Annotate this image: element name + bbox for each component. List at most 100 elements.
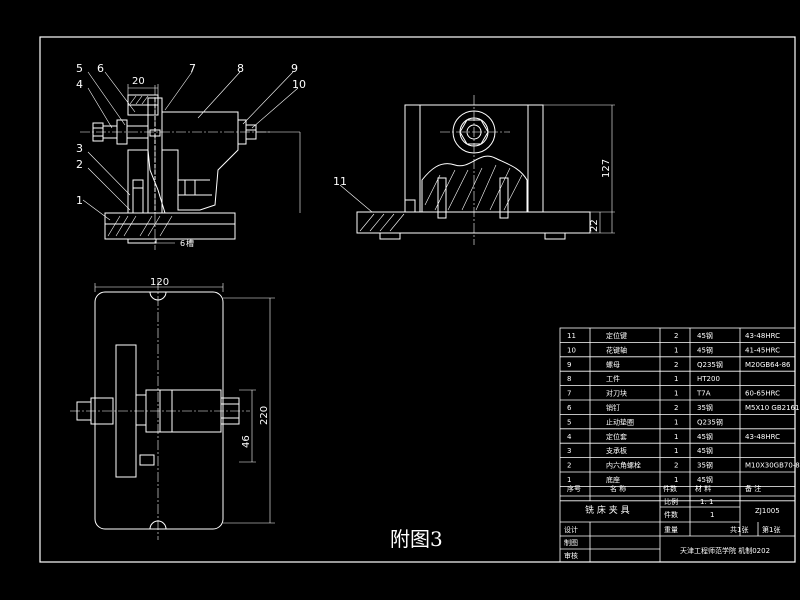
count-value: 1 bbox=[710, 511, 714, 519]
drawing-title: 铣 床 夹 具 bbox=[585, 504, 630, 516]
part-labels: 1 2 3 4 5 6 7 8 9 10 11 bbox=[76, 62, 347, 207]
front-view bbox=[80, 71, 301, 250]
drawing-number: ZJ1005 bbox=[755, 507, 780, 515]
sheet-number: 第1张 bbox=[762, 525, 780, 534]
bom-cell-qty: 1 bbox=[674, 447, 678, 455]
bom-cell-material: 45钢 bbox=[697, 432, 713, 441]
bom-cell-material: 45钢 bbox=[697, 475, 713, 484]
bom-header: 序号 名 称 件数 材 料 备 注 bbox=[567, 484, 761, 493]
weight-label: 重量 bbox=[664, 526, 678, 534]
bom-cell-name: 底座 bbox=[606, 475, 620, 484]
title-block bbox=[559, 327, 796, 563]
bom-cell-no: 3 bbox=[567, 447, 571, 455]
bom-cell-material: HT200 bbox=[697, 375, 720, 383]
count-label: 件数 bbox=[664, 510, 678, 519]
part-label-4: 4 bbox=[76, 78, 83, 91]
dimension-texts: 20 6 槽 127 22 120 220 46 bbox=[132, 76, 612, 448]
bom-cell-name: 销钉 bbox=[606, 403, 620, 412]
dim-46: 46 bbox=[241, 435, 252, 448]
part-label-8: 8 bbox=[237, 62, 244, 75]
sheets-total: 共1张 bbox=[730, 525, 748, 534]
scale-label: 比例 bbox=[664, 497, 678, 506]
top-view bbox=[70, 280, 275, 540]
bom-header-material: 材 料 bbox=[695, 484, 711, 493]
bom-cell-qty: 1 bbox=[674, 390, 678, 398]
dim-127: 127 bbox=[601, 159, 612, 178]
bom-cell-material: 45钢 bbox=[697, 446, 713, 455]
bom-cell-qty: 2 bbox=[674, 332, 678, 340]
bom-cell-note: 43-48HRC bbox=[745, 433, 780, 441]
part-label-7: 7 bbox=[189, 62, 196, 75]
bom-cell-name: 对刀块 bbox=[606, 389, 627, 398]
part-label-3: 3 bbox=[76, 142, 83, 155]
bom-cell-name: 内六角螺栓 bbox=[606, 461, 641, 470]
bom-cell-qty: 1 bbox=[674, 375, 678, 383]
designer-label: 设计 bbox=[564, 525, 578, 534]
part-label-1: 1 bbox=[76, 194, 83, 207]
bom-grid bbox=[560, 328, 795, 502]
dim-6: 6 bbox=[180, 239, 185, 248]
drafter-label: 制图 bbox=[564, 538, 578, 547]
checker-label: 审核 bbox=[564, 551, 578, 560]
bom-cell-qty: 2 bbox=[674, 361, 678, 369]
bom-cell-no: 1 bbox=[567, 476, 571, 484]
part-label-11: 11 bbox=[333, 175, 347, 188]
part-label-6: 6 bbox=[97, 62, 104, 75]
dim-20: 20 bbox=[132, 76, 145, 87]
dim-22: 22 bbox=[589, 219, 600, 232]
bom-cell-qty: 1 bbox=[674, 418, 678, 426]
bom-cell-qty: 1 bbox=[674, 433, 678, 441]
scale-value: 1: 1 bbox=[700, 498, 714, 506]
bom-cell-material: 35钢 bbox=[697, 461, 713, 470]
side-view bbox=[339, 95, 615, 245]
title-block-texts: 铣 床 夹 具 比例 1: 1 件数 1 ZJ1005 重量 共1张 第1张 设… bbox=[564, 497, 780, 560]
bom-cell-note: M20GB64-86 bbox=[745, 361, 791, 369]
part-label-9: 9 bbox=[291, 62, 298, 75]
bom-cell-material: 35钢 bbox=[697, 403, 713, 412]
bom-cell-note: 41-45HRC bbox=[745, 346, 780, 354]
bom-header-qty: 件数 bbox=[663, 484, 677, 493]
part-label-2: 2 bbox=[76, 158, 83, 171]
bom-cell-no: 8 bbox=[567, 375, 571, 383]
drawing-frame bbox=[39, 36, 796, 563]
bom-cell-no: 10 bbox=[567, 346, 576, 354]
bom-cell-note: M5X10 GB2161 bbox=[745, 404, 799, 412]
bom-cell-qty: 2 bbox=[674, 404, 678, 412]
bom-cell-qty: 1 bbox=[674, 346, 678, 354]
bom-cell-name: 螺母 bbox=[606, 360, 620, 369]
dim-6-suffix: 槽 bbox=[186, 238, 194, 248]
bom-cell-no: 7 bbox=[567, 390, 571, 398]
bom-cell-note: M10X30GB70-85 bbox=[745, 462, 800, 470]
bom-cell-no: 11 bbox=[567, 332, 576, 340]
bom-header-no: 序号 bbox=[567, 484, 581, 493]
bom-header-note: 备 注 bbox=[745, 484, 761, 493]
bom-cell-no: 9 bbox=[567, 361, 571, 369]
bom-cell-material: Q235钢 bbox=[697, 360, 723, 369]
dim-220: 220 bbox=[259, 406, 270, 425]
bom-cell-material: T7A bbox=[696, 390, 711, 398]
bom-cell-qty: 2 bbox=[674, 462, 678, 470]
bom-header-name: 名 称 bbox=[610, 484, 626, 493]
bom-cell-name: 定位套 bbox=[606, 432, 627, 441]
bom-cell-no: 2 bbox=[567, 462, 571, 470]
bom-cell-name: 定位键 bbox=[606, 331, 627, 340]
bom-cell-no: 6 bbox=[567, 404, 572, 412]
bom-cell-name: 支承板 bbox=[606, 446, 627, 455]
bom-cell-qty: 1 bbox=[674, 476, 678, 484]
bom-cell-no: 5 bbox=[567, 418, 571, 426]
bom-cell-name: 工件 bbox=[606, 374, 620, 383]
bom-cell-material: 45钢 bbox=[697, 345, 713, 354]
dim-120: 120 bbox=[150, 277, 169, 288]
part-label-10: 10 bbox=[292, 78, 306, 91]
bom-cell-name: 止动垫圈 bbox=[606, 417, 634, 426]
bom-cell-note: 43-48HRC bbox=[745, 332, 780, 340]
part-label-5: 5 bbox=[76, 62, 83, 75]
bom-cell-note: 60-65HRC bbox=[745, 390, 780, 398]
school-name: 天津工程师范学院 机制0202 bbox=[680, 546, 770, 555]
bom-cell-material: Q235钢 bbox=[697, 417, 723, 426]
figure-caption: 附图3 bbox=[390, 527, 443, 551]
bom-cell-material: 45钢 bbox=[697, 331, 713, 340]
bom-cell-name: 花键轴 bbox=[606, 345, 627, 354]
